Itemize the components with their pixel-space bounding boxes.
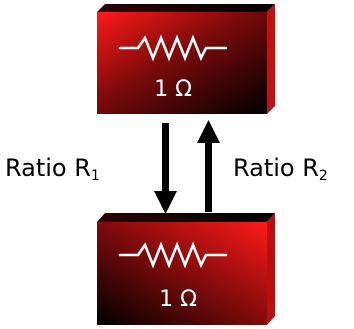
box-top-face [97,213,275,222]
resistor-box-bottom: 1 Ω [97,213,275,325]
arrow-down-icon [154,123,177,214]
box-front-face [97,222,267,325]
resistor-symbol-icon [118,241,228,269]
ratio-label-right: Ratio R2 [233,154,328,184]
resistor-value-bottom: 1 Ω [159,287,197,312]
resistor-symbol-icon [118,34,228,62]
box-front-face [97,12,267,114]
resistor-box-top: 1 Ω [97,4,275,114]
box-side-face [267,4,275,114]
box-top-face [97,4,275,12]
ratio-label-left: Ratio R1 [5,154,100,184]
box-side-face [267,213,275,325]
arrow-up-icon [197,120,220,212]
resistor-value-top: 1 Ω [154,77,192,102]
